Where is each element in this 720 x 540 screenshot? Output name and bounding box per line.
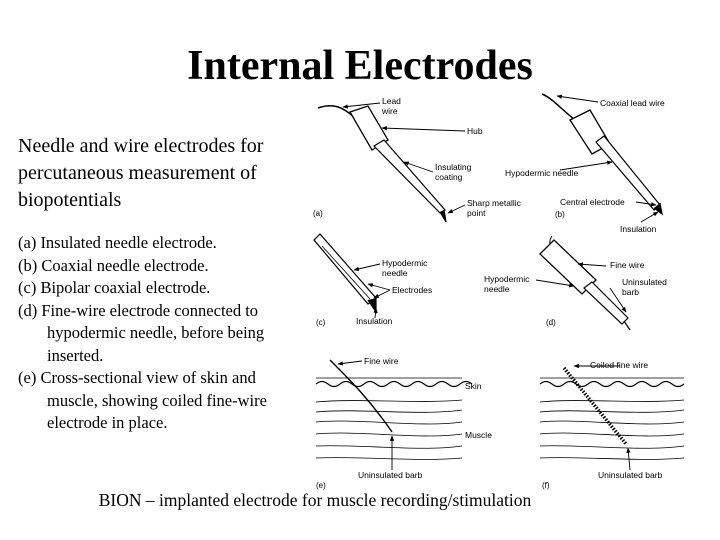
label-needle-d: needle: [484, 284, 510, 294]
hypodermic-needle-d: [583, 281, 629, 325]
coaxial-lead-drawing: [541, 93, 576, 121]
label-central: Central electrode: [560, 197, 625, 207]
label-lead-wire: wire: [381, 106, 398, 116]
label-hypodermic-d: Hypodermic: [484, 274, 530, 284]
label-coaxial-lead: Coaxial lead wire: [600, 98, 665, 108]
needle-drawing: [373, 139, 446, 214]
caption-a: (a) Insulated needle electrode.: [18, 233, 217, 252]
caption-list: (a) Insulated needle electrode. (b) Coax…: [18, 232, 308, 435]
label-hypodermic-c: Hypodermic: [382, 258, 428, 268]
caption-c: (c) Bipolar coaxial electrode.: [18, 278, 211, 297]
label-coating: coating: [435, 172, 463, 182]
bipolar-tip: [367, 298, 377, 314]
label-hub: Hub: [467, 126, 483, 136]
label-insulation-c: Insulation: [356, 316, 393, 326]
panel-d: Fine wire Hypodermic needle Uninsulated …: [484, 235, 667, 331]
bipolar-needle-drawing: [313, 233, 377, 305]
footer-text: BION – implanted electrode for muscle re…: [98, 490, 532, 510]
label-fine-wire-d: Fine wire: [610, 260, 645, 270]
label-insulation-b: Insulation: [620, 224, 657, 234]
caption-e: (e) Cross-sectional view of skin and mus…: [18, 368, 267, 432]
hub-drawing: [349, 105, 389, 151]
panel-label-a: (a): [313, 209, 323, 218]
label-needle-c: needle: [382, 268, 408, 278]
label-fine-wire-e: Fine wire: [364, 356, 399, 366]
panel-a: Lead wire Hub Insulating coating Sharp m…: [313, 96, 522, 223]
label-barb-f: Uninsulated barb: [598, 470, 663, 480]
caption-b: (b) Coaxial needle electrode.: [18, 255, 209, 275]
panel-label-f: (f): [542, 481, 550, 490]
label-point: point: [467, 208, 486, 218]
panel-label-d: (d): [546, 318, 556, 327]
intro-text: Needle and wire electrodes for percutane…: [18, 135, 264, 211]
label-uninsulated-d: Uninsulated: [622, 277, 667, 287]
central-electrode-tip: [653, 202, 663, 216]
panel-f: Coiled fine wire Uninsulated barb (f): [539, 360, 685, 490]
panel-label-c: (c): [316, 318, 326, 327]
label-coiled: Coiled fine wire: [590, 360, 648, 370]
label-muscle: Muscle: [465, 430, 492, 440]
panel-e: Fine wire Skin Muscle Uninsulated barb (…: [315, 356, 492, 490]
label-electrodes: Electrodes: [392, 285, 432, 295]
skin-line-e: [315, 380, 473, 388]
caption-d: (d) Fine-wire electrode connected to hyp…: [18, 300, 265, 365]
label-sharp: Sharp metallic: [467, 198, 522, 208]
label-barb-d: barb: [622, 287, 639, 297]
label-insulating: Insulating: [435, 162, 472, 172]
label-barb-e: Uninsulated barb: [358, 470, 423, 480]
panel-c: Hypodermic needle Electrodes Insulation …: [313, 233, 432, 327]
label-skin: Skin: [465, 381, 482, 391]
needle-point: [439, 209, 447, 223]
hypodermic-hub-d: [539, 239, 597, 295]
label-hypodermic-b: Hypodermic needle: [505, 168, 579, 178]
label-lead: Lead: [382, 96, 401, 106]
coiled-wire-f: [562, 366, 628, 446]
panel-b: Coaxial lead wire Hypodermic needle Cent…: [505, 93, 665, 234]
slide-title: Internal Electrodes: [187, 43, 533, 89]
panel-label-e: (e): [316, 481, 326, 490]
panel-label-b: (b): [555, 210, 565, 219]
fine-wire-e: [329, 359, 393, 433]
skin-line-f: [539, 380, 685, 388]
